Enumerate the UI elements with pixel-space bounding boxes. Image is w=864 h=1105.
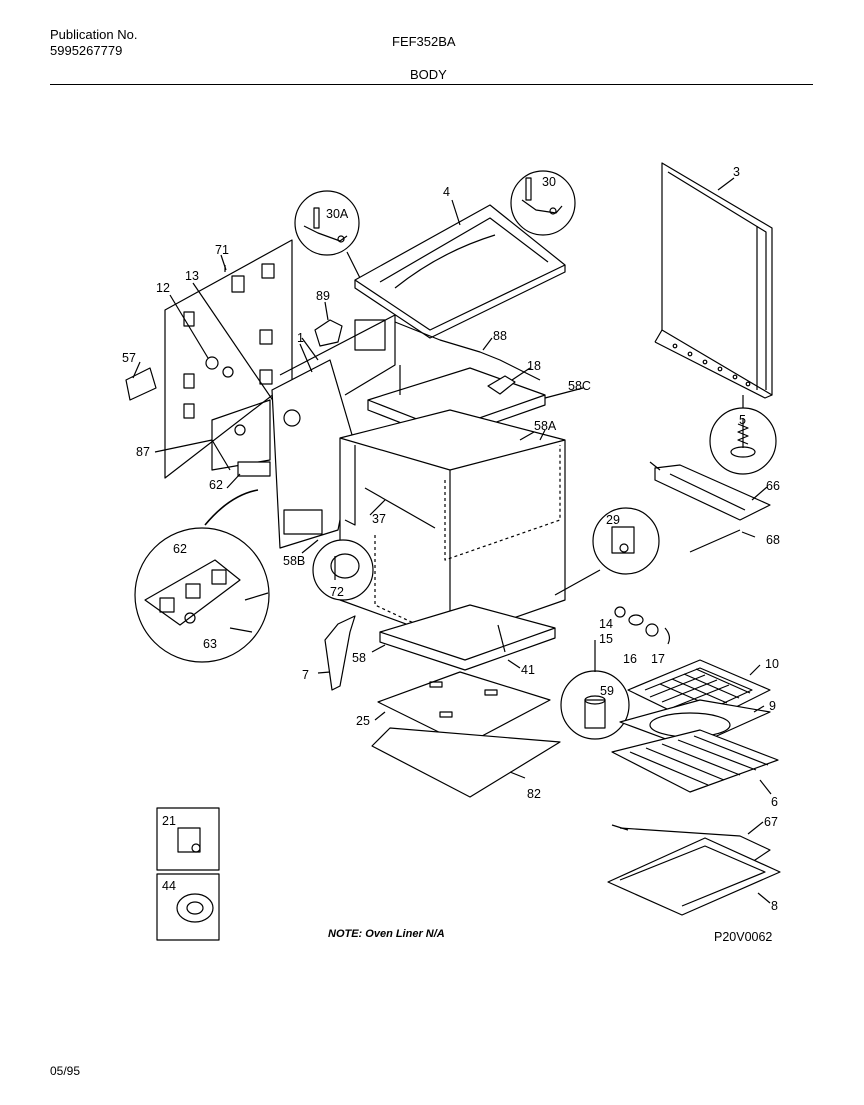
drawing-code: P20V0062 <box>714 930 773 944</box>
callout-14: 14 <box>599 617 613 631</box>
grommet-part <box>205 356 219 370</box>
callout-44: 44 <box>162 879 176 893</box>
bracket-89-part <box>314 319 343 347</box>
bottom-insulation-part <box>371 604 556 671</box>
detail-circle-72 <box>312 539 374 601</box>
callout-37: 37 <box>372 512 386 526</box>
callout-68: 68 <box>766 533 780 547</box>
bottom-panel-part <box>374 671 551 746</box>
detail-circle-59 <box>560 640 630 740</box>
callout-1: 1 <box>297 331 304 345</box>
callout-6: 6 <box>771 795 778 809</box>
publication-number: 5995267779 <box>50 43 123 58</box>
callout-88: 88 <box>493 329 507 343</box>
callout-5: 5 <box>739 413 746 427</box>
light-socket-part <box>614 606 626 618</box>
callout-10: 10 <box>765 657 779 671</box>
publication-label: Publication No. <box>50 27 138 42</box>
detail-box-21 <box>156 807 220 871</box>
callout-41: 41 <box>521 663 535 677</box>
callout-17: 17 <box>651 652 665 666</box>
broil-element-part <box>649 461 771 521</box>
callout-7: 7 <box>302 668 309 682</box>
detail-circle-30a <box>294 190 361 279</box>
callout-30: 30 <box>542 175 556 189</box>
callout-57: 57 <box>122 351 136 365</box>
callout-12: 12 <box>156 281 170 295</box>
callout-18: 18 <box>527 359 541 373</box>
callout-29: 29 <box>606 513 620 527</box>
callout-21: 21 <box>162 814 176 828</box>
callout-71: 71 <box>215 243 229 257</box>
callout-62a: 62 <box>209 478 223 492</box>
callout-4: 4 <box>443 185 450 199</box>
oven-rack-part <box>611 729 779 795</box>
revision-date: 05/95 <box>50 1064 81 1078</box>
callout-3: 3 <box>733 165 740 179</box>
hinge-part <box>317 615 356 691</box>
callout-58: 58 <box>352 651 366 665</box>
kick-panel-part <box>371 727 561 798</box>
detail-circle-62 <box>134 489 270 663</box>
rod-37-part <box>364 487 436 529</box>
callout-58c: 58C <box>568 379 591 393</box>
callout-87: 87 <box>136 445 150 459</box>
back-panel-part <box>654 162 773 399</box>
model-number: FEF352BA <box>392 34 456 49</box>
callout-67: 67 <box>764 815 778 829</box>
callout-63: 63 <box>203 637 217 651</box>
oven-bottom-part <box>607 837 781 916</box>
callout-9: 9 <box>769 699 776 713</box>
callout-59: 59 <box>600 684 614 698</box>
clip-18-part <box>487 375 516 395</box>
detail-circle-5 <box>709 395 777 475</box>
diagram-note: NOTE: Oven Liner N/A <box>328 928 445 940</box>
callout-62b: 62 <box>173 542 187 556</box>
callout-89: 89 <box>316 289 330 303</box>
callout-25: 25 <box>356 714 370 728</box>
section-title: BODY <box>410 67 447 82</box>
header-rule <box>50 84 813 85</box>
switch-block-part <box>237 461 271 477</box>
detail-box-44 <box>156 873 220 941</box>
callout-82: 82 <box>527 787 541 801</box>
detail-circle-29 <box>554 507 660 596</box>
callout-13: 13 <box>185 269 199 283</box>
callout-8: 8 <box>771 899 778 913</box>
callout-16: 16 <box>623 652 637 666</box>
callout-72: 72 <box>330 585 344 599</box>
callout-58b: 58B <box>283 554 305 568</box>
callout-15: 15 <box>599 632 613 646</box>
top-cover-part <box>354 199 566 339</box>
label-plate-part <box>125 367 157 401</box>
callout-58a: 58A <box>534 419 557 433</box>
detail-circle-30 <box>510 170 576 236</box>
callout-30a: 30A <box>326 207 349 221</box>
callout-66: 66 <box>766 479 780 493</box>
